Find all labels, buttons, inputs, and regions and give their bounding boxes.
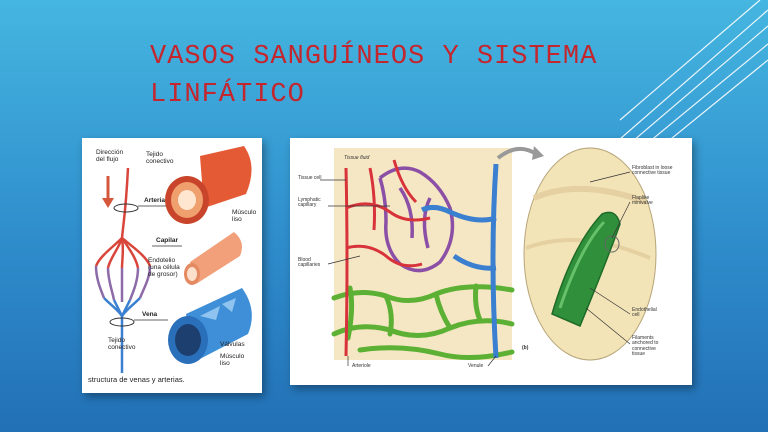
zoom-arrowhead [532,146,544,160]
label-tejido-top: Tejido conectivo [146,151,174,166]
label-tejido-bottom-line1: Tejido [108,337,125,344]
figure-caption: structura de venas y arterias. [88,375,185,384]
label-arteriole: Arteriole [352,363,371,369]
blood-vessels-figure: Dirección del flujo Tejido conectivo Art… [82,138,262,393]
capillary-tree [94,167,152,373]
lymphatic-capillary-figure: Tissue fluid Tissue cell Lymphatic capil… [290,138,692,385]
vein-ring [109,317,135,327]
title-line-1: VASOS SANGUÍNEOS Y SISTEMA [150,42,598,72]
label-endotelio-line1: Endotelio [148,257,176,264]
vein-tube [168,288,252,364]
label-blood-line1: Blood [298,257,311,263]
label-musculo-top: Músculo liso [232,209,257,224]
label-b: (b) [522,345,529,351]
label-fibroblast: Fibroblast in loose connective tissue [632,165,673,177]
zoom-arrow [496,146,538,160]
label-lymphatic-line2: capillary [298,202,317,209]
label-tejido-top-line1: Tejido [146,151,163,158]
label-blood-line2: capillaries [298,262,321,269]
label-endotelio-line3: de grosor) [148,270,178,278]
label-musculo-bottom-line2: liso [220,359,230,367]
label-endotelio: Endotelio (una célula de grosor) [148,257,180,278]
label-flaplike-line1: Flaplike [632,195,650,201]
artery-tube [165,146,252,224]
label-fibroblast-line2: connective tissue [632,170,671,177]
lymph-illustration [320,146,657,367]
label-direccion-line2: del flujo [96,155,119,163]
pointer-lines [320,171,631,367]
label-filaments: Filaments anchored to connective tissue [632,335,659,357]
label-filaments-line2: anchored to [632,340,659,347]
label-fibroblast-line1: Fibroblast in loose [632,165,673,171]
label-tissue-fluid: Tissue fluid [344,155,370,161]
label-blood-capillaries: Blood capillaries [298,257,321,269]
label-filaments-line3: connective [632,345,656,352]
label-endothelial-line1: Endothelial [632,307,657,313]
label-vena: Vena [142,311,158,318]
label-tejido-bottom-line2: conectivo [108,343,136,351]
label-direccion: Dirección del flujo [96,149,124,164]
label-valvulas: Válvulas [220,341,245,348]
vessel-illustration [94,146,252,373]
label-direccion-line1: Dirección [96,149,124,156]
label-musculo-top-line1: Músculo [232,209,257,216]
label-endotelio-line2: (una célula [148,263,180,271]
flow-arrowhead [102,198,114,208]
label-arteria: Arteria [144,197,165,204]
label-tejido-top-line2: conectivo [146,157,174,165]
label-venule: Venule [468,363,484,369]
label-musculo-bottom-line1: Músculo [220,353,245,360]
label-tissue-cell: Tissue cell [298,175,322,181]
lymph-network [331,283,515,361]
blood-capillaries [344,159,431,357]
label-lymphatic: Lymphatic capillary [298,197,321,209]
label-filaments-line4: tissue [632,350,646,357]
artery-ring [113,203,139,213]
label-endothelial: Endothelial cell [632,307,657,319]
label-capilar: Capilar [156,237,179,244]
label-flaplike: Flaplike minivalve [632,195,653,207]
label-tejido-bottom: Tejido conectivo [108,337,136,352]
venule [420,163,499,359]
label-flaplike-line2: minivalve [632,200,653,207]
label-lymphatic-line1: Lymphatic [298,197,321,203]
zoom-circle [523,147,657,361]
label-endothelial-line2: cell [632,312,640,319]
title-line-2: LINFÁTICO [150,80,305,110]
slide-title: VASOS SANGUÍNEOS Y SISTEMA LINFÁTICO [150,38,710,114]
label-musculo-bottom: Músculo liso [220,353,245,368]
label-musculo-top-line2: liso [232,215,242,223]
label-filaments-line1: Filaments [632,335,654,341]
capillary-tube [184,232,242,285]
